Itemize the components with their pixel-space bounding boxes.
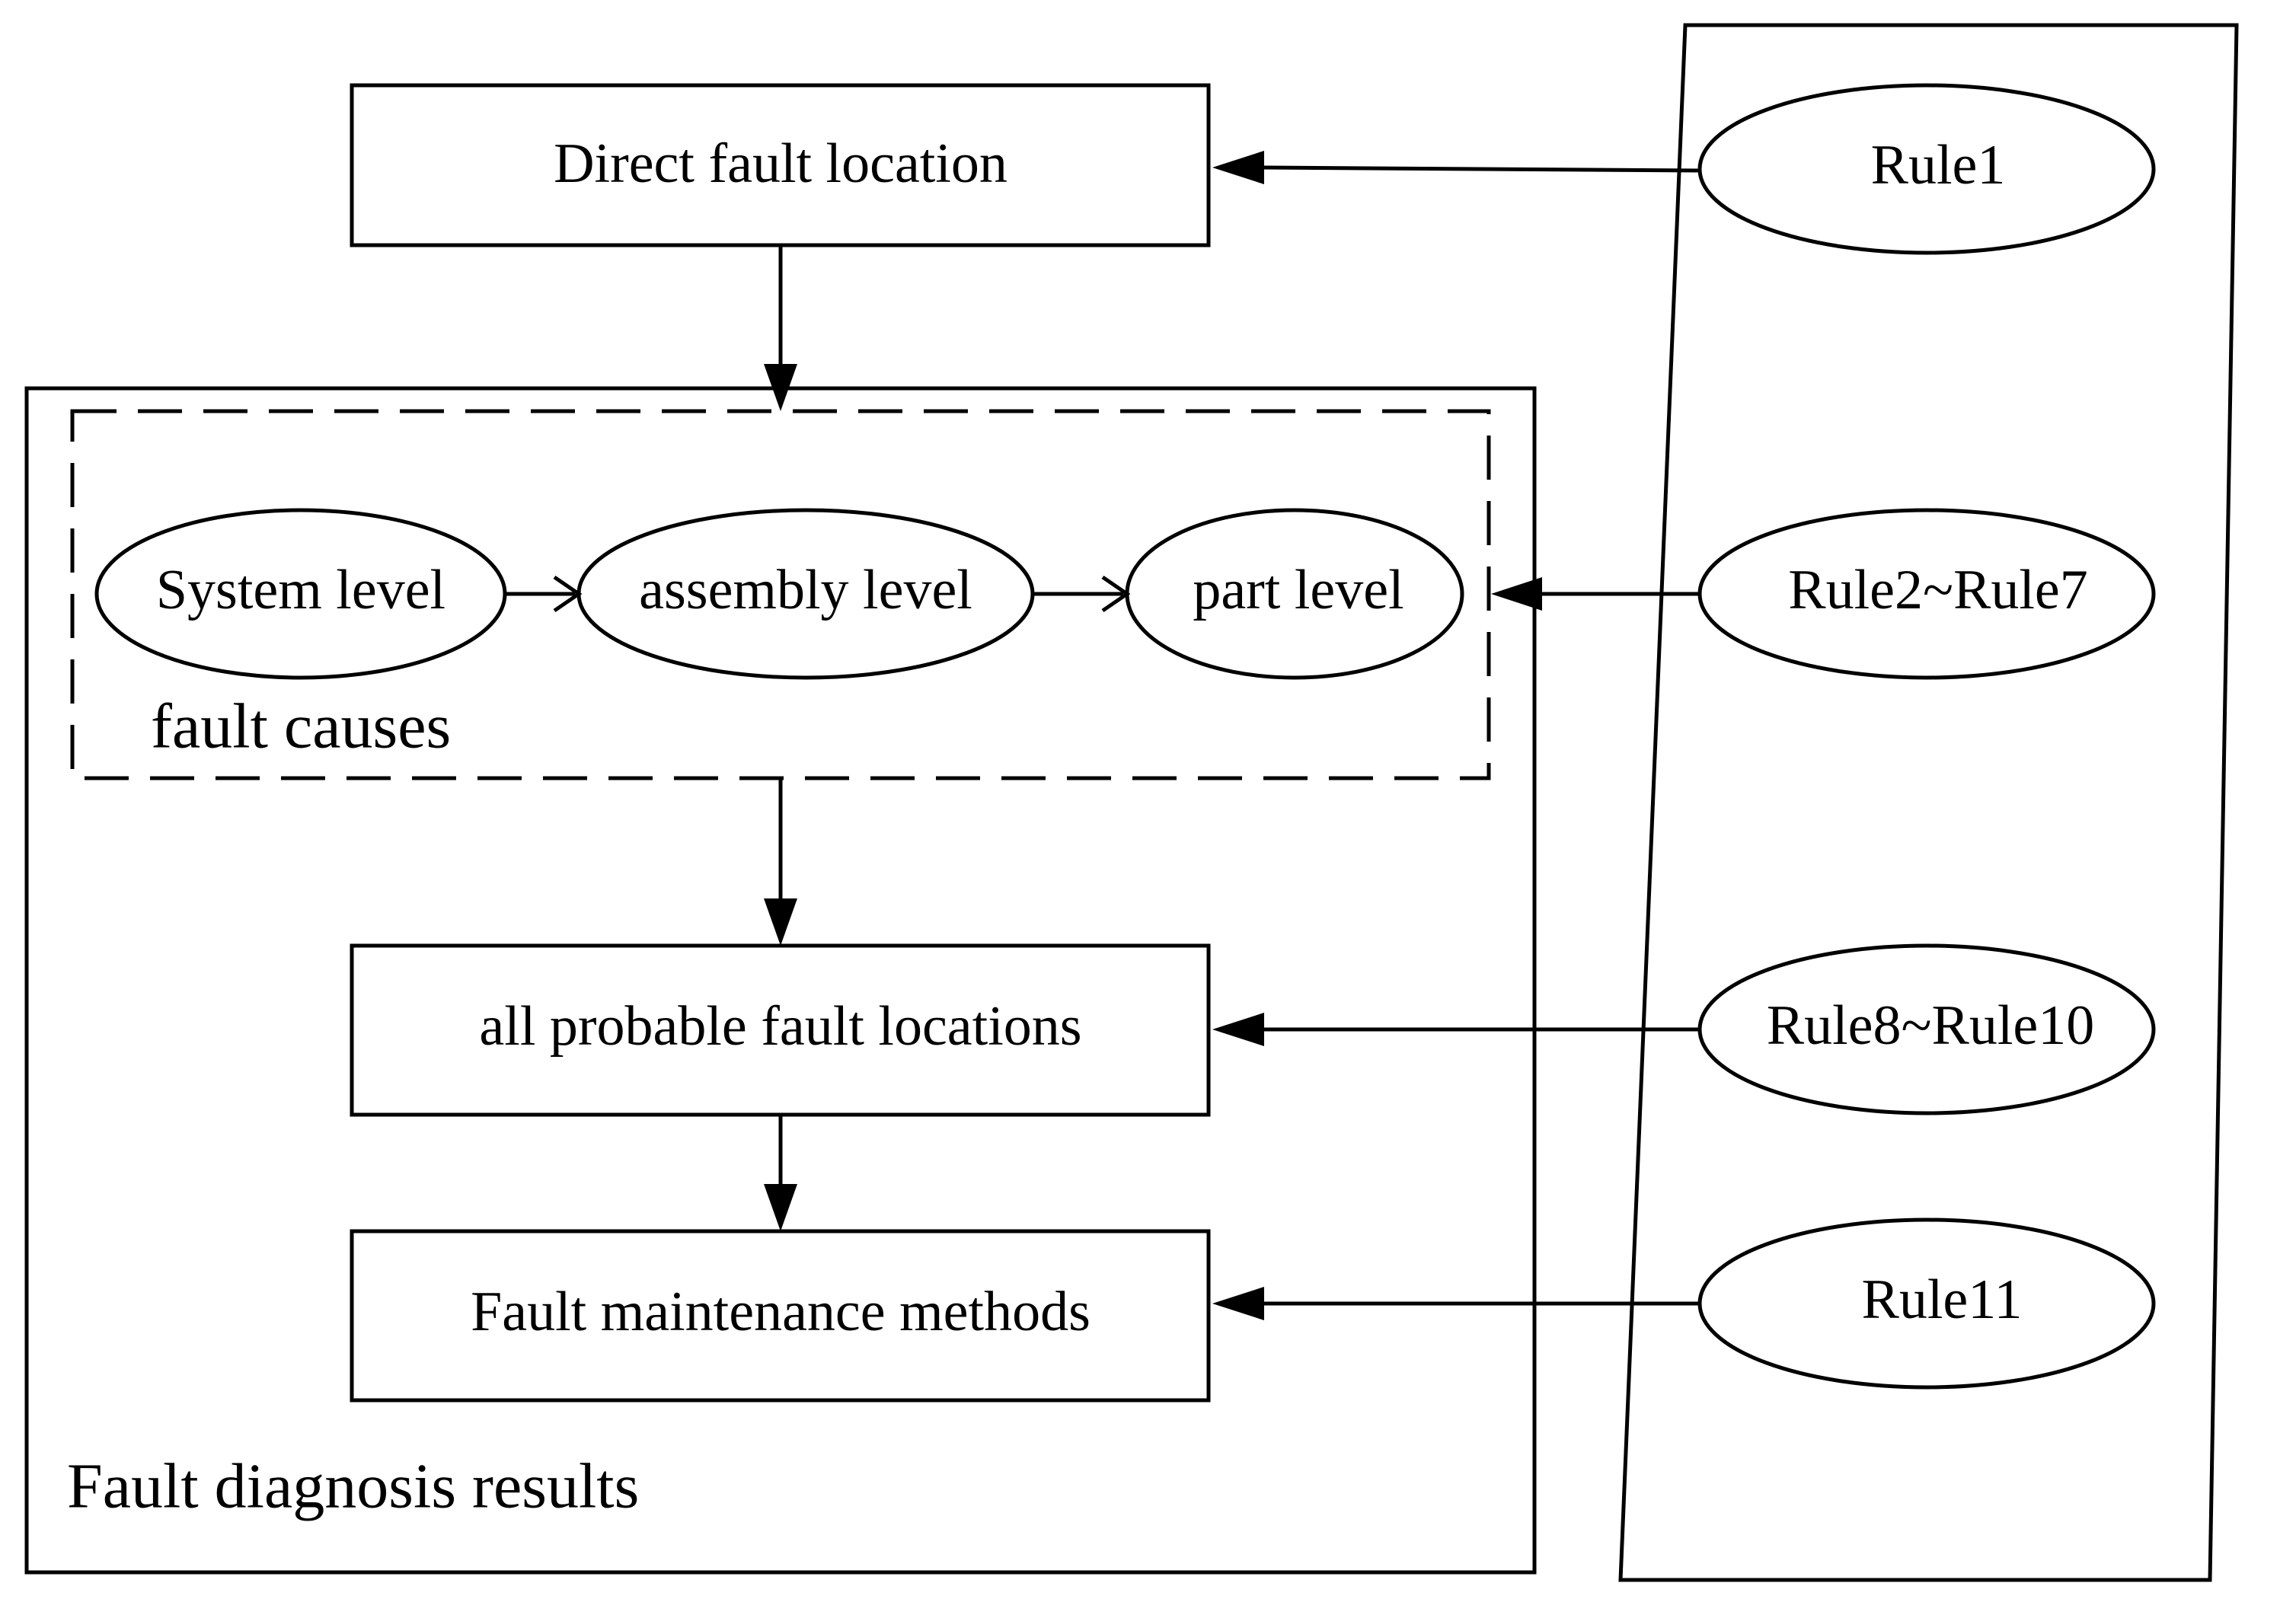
arrowhead-causes-to-probable	[764, 898, 797, 946]
rule8-10-label: Rule8~Rule10	[1767, 994, 2095, 1057]
arrowhead-system-to-assembly	[553, 575, 583, 613]
fault-maintenance-methods-box	[350, 1229, 1211, 1403]
arrowhead-rule11	[1212, 1287, 1264, 1320]
part-level-label: part level	[1193, 559, 1403, 621]
rule11-label: Rule11	[1861, 1269, 2022, 1331]
arrowhead-assembly-to-part	[1101, 575, 1131, 613]
system-level-label: System level	[156, 559, 445, 621]
arrowhead-rule1	[1212, 151, 1264, 184]
fault-maintenance-methods-label: Fault maintenance methods	[471, 1281, 1091, 1343]
arrow-rule1-to-direct	[1263, 165, 1700, 173]
arrowhead-probable-to-maintenance	[764, 1184, 797, 1231]
arrowhead-rule8-10	[1212, 1013, 1264, 1046]
fault-causes-label: fault causes	[151, 691, 451, 761]
arrowhead-rule2-7	[1491, 577, 1542, 611]
fault-diagnosis-results-label: Fault diagnosis results	[67, 1450, 639, 1521]
rule2-7-label: Rule2~Rule7	[1788, 559, 2088, 621]
arrowhead-direct-to-causes	[764, 364, 797, 411]
all-probable-fault-locations-label: all probable fault locations	[479, 995, 1081, 1058]
direct-fault-location-label: Direct fault location	[554, 132, 1007, 195]
assembly-level-label: assembly level	[639, 559, 972, 621]
rules-panel	[1618, 23, 2239, 1582]
rule1-label: Rule1	[1871, 134, 2006, 196]
